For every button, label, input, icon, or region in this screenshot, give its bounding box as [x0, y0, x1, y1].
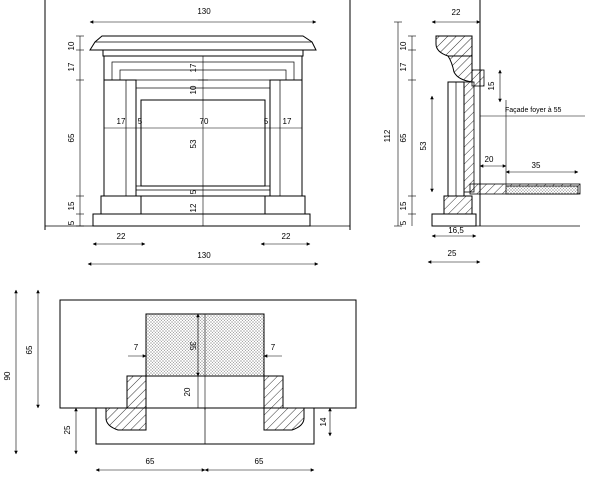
pilaster-left-label: 17: [117, 117, 126, 126]
plan-view: 35 20 7 7 90 65 25 14 65 65: [3, 289, 357, 472]
hearth-slab: [92, 213, 311, 227]
side-section: 22 112 10 17 65 15 5 53 15: [383, 0, 585, 264]
gap-left-label: 5: [138, 117, 143, 126]
plan-half-right: 65: [255, 457, 264, 466]
plinth-right: [264, 195, 306, 215]
side-inner-height: 53: [419, 141, 428, 150]
front-height-0: 10: [67, 41, 76, 50]
front-height-1: 17: [67, 62, 76, 71]
bottom-width-label: 130: [197, 251, 211, 260]
side-total-height: 112: [383, 129, 392, 142]
inner-hearth: 5: [189, 189, 198, 194]
opening-height: 53: [189, 139, 198, 148]
pilaster-right-label: 17: [283, 117, 292, 126]
plan-half-left: 65: [146, 457, 155, 466]
plan-inset-left: 7: [134, 343, 139, 352]
foyer-note: Façade foyer à 55: [505, 107, 562, 114]
front-elevation: 130 10 17 65 15 5 17 10 53 5 12 17 5 70 …: [44, 0, 351, 266]
side-foot-depth: 25: [448, 249, 457, 258]
plan-inset-right: 7: [271, 343, 276, 352]
front-height-3: 15: [67, 201, 76, 210]
front-height-2: 65: [67, 133, 76, 142]
side-height-2: 65: [399, 133, 408, 142]
base-left-label: 22: [117, 232, 126, 241]
inner-lintel: 10: [189, 85, 198, 94]
mantel-shelf: [89, 35, 317, 51]
side-height-0: 10: [399, 41, 408, 50]
plan-upper-height: 65: [25, 345, 34, 354]
plan-firebox-depth: 35: [188, 342, 197, 351]
plan-lower-height: 25: [63, 425, 72, 434]
side-mantel-profile: [435, 35, 473, 57]
inner-top: 17: [189, 63, 198, 72]
gap-right-label: 5: [264, 117, 269, 126]
base-right-label: 22: [282, 232, 291, 241]
plan-hearth-height: 20: [183, 387, 192, 396]
side-height-1: 17: [399, 62, 408, 71]
plan-foot-height: 14: [319, 417, 328, 426]
front-height-4: 5: [67, 220, 76, 225]
inner-base: 12: [189, 203, 198, 212]
side-hearth-depth: 20: [485, 155, 494, 164]
side-height-3: 15: [399, 201, 408, 210]
side-height-4: 5: [399, 220, 408, 225]
side-top-depth: 22: [452, 8, 461, 17]
side-base-depth: 16,5: [448, 226, 464, 235]
opening-width-label: 70: [200, 117, 209, 126]
pilaster-right: [269, 79, 303, 197]
pilaster-left: [103, 79, 137, 197]
plinth-left: [100, 195, 142, 215]
side-mantel-drop: 15: [487, 81, 496, 90]
frieze: [102, 49, 304, 57]
front-width-label: 130: [197, 7, 211, 16]
side-hearth-ext: 35: [532, 161, 541, 170]
plan-total-height: 90: [3, 371, 12, 380]
